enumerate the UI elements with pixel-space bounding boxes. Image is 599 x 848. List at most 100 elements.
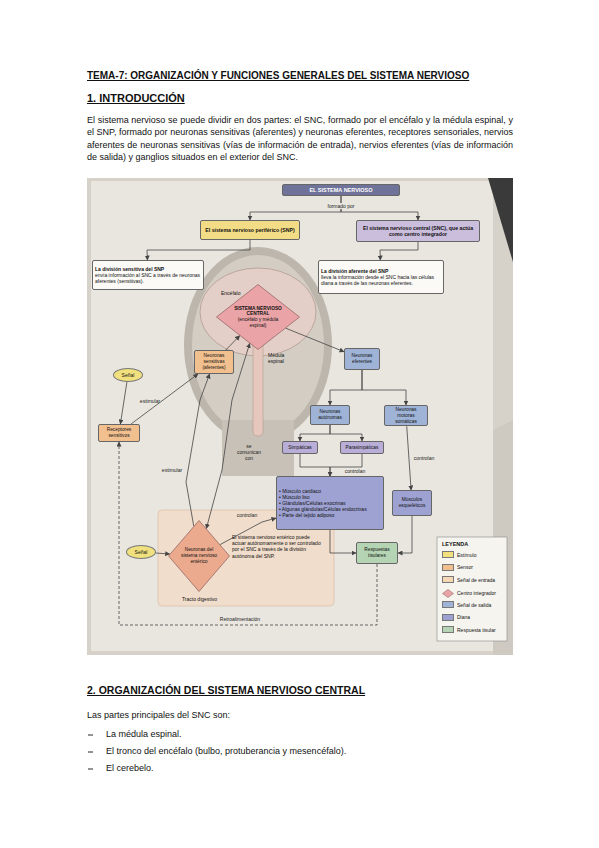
node-text: • Músculo liso [279,494,381,500]
legend-swatch [442,576,454,583]
legend-swatch [442,601,454,608]
edge-label: controlan [237,512,258,518]
list-dash [88,735,93,736]
node-text: (encéfalo y médula espinal) [233,317,283,329]
body-text: Las partes principales del SNC son: [87,710,230,721]
stimulus-oval: Señal [113,368,143,382]
node-text: • Parte del tejido adiposo [279,512,381,518]
list-item: El cerebelo. [106,763,154,774]
description-box: La división aferente del SNPlleva la inf… [318,260,444,294]
node-text: Neuronas motoras somáticas [387,407,425,424]
legend-text: Estímulo [457,552,476,558]
edge-label: se comunican con [234,443,264,461]
list-item: El tronco del encéfalo (bulbo, protubera… [106,746,346,757]
output-box: Neuronas motoras somáticas [384,405,428,426]
legend-item: Señal de salida [442,601,491,608]
response-box: Respuestas tisulares [356,542,398,564]
legend-text: Diana [457,614,470,620]
connector-arrow [398,516,412,553]
node-text: • Glándulas/Células exocrinas [279,500,381,506]
legend-item: Sensor [442,564,473,571]
legend-item: Estímulo [442,551,476,558]
connector-arrow [147,240,250,260]
diamond-shape [169,521,230,592]
legend-swatch [442,614,454,621]
system-box: El sistema nervioso periférico (SNP) [200,220,300,240]
legend-swatch [442,589,454,598]
node-text: El sistema nervioso central (SNC), que a… [359,225,477,237]
output-box: Neuronas eferentes [344,348,380,370]
node-text: La división aferente del SNP [321,268,441,274]
edge-label: controlan [414,455,435,461]
target-box: Músculos esqueléticos [392,490,432,516]
part-label: Encéfalo [221,290,240,296]
node-text: Neuronas eferentes [347,353,377,365]
node-text: El sistema nervioso periférico (SNP) [205,227,294,233]
connector-arrow [300,425,330,441]
brain [200,268,316,356]
node-text: envía información al SNC a través de neu… [95,272,201,284]
legend-title: LEYENDA [442,541,468,548]
node-text: • Músculo cardiaco [279,488,381,494]
node-text: Receptores sensitivos [101,427,137,439]
legend-item: Diana [442,614,470,621]
node-text: • Algunas glándulas/Células endocrinas [279,506,381,512]
connector-arrow [286,328,344,352]
legend-item: Centro integrador [442,589,496,598]
output-box: Parasimpáticas [340,441,384,454]
photo-shadow [488,178,513,262]
legend-text: Señal de salida [457,602,491,608]
legend-item: Respuesta tisular [442,626,496,633]
part-label: Médula espinal [268,352,294,364]
sensor-box: Receptores sensitivos [98,424,140,442]
edge-label: estimular [162,467,182,473]
diamond-shape [217,285,300,350]
legend-swatch [442,626,454,633]
legend-text: Sensor [457,564,473,570]
target-box: • Músculo cardiaco• Músculo liso• Glándu… [276,476,384,530]
list-dash [88,769,93,770]
node-text: Parasimpáticas [346,445,379,451]
connector-arrow [156,553,170,555]
connector-arrow [380,242,418,260]
connector-arrow [407,426,411,490]
connector-arrow [120,382,127,424]
node-text: EL SISTEMA NERVIOSO [309,187,372,194]
node-text: Simpáticas [288,445,311,451]
node-text: Respuestas tisulares [359,547,395,559]
connector-arrow [330,370,362,405]
connector-arrow [330,425,362,441]
legend-box [437,537,507,641]
node-text: Neuronas del sistema nervioso entérico [180,547,218,564]
sensor-box: Neuronas sensitivas (aferentes) [194,350,234,374]
node-text: Señal [135,549,148,555]
stimulus-oval: Señal [126,545,156,559]
connector-arrow [330,530,356,553]
legend-swatch [442,564,454,571]
book-page [91,181,493,651]
node-text: lleva la información desde el SNC hacia … [321,274,441,286]
legend-swatch [442,551,454,558]
body-paragraph: El sistema nervioso se puede dividir en … [87,114,513,164]
legend-text: Centro integrador [457,590,496,596]
header-band: EL SISTEMA NERVIOSO [282,184,400,196]
photo-frame [87,178,513,655]
edge-label: estimular [140,398,160,404]
spinal-cord [253,340,263,436]
legend-item: Señal de entrada [442,576,495,583]
node-text: Neuronas autónomas [313,409,347,421]
head-inner [192,255,324,435]
description-box: La división sensitiva del SNPenvía infor… [92,260,204,290]
diamond-shape [443,589,454,597]
connector-arrow [226,336,240,350]
system-box: El sistema nervioso central (SNC), que a… [356,220,480,242]
node-text: SISTEMA NERVIOSO CENTRAL [233,306,283,318]
integrator-diamond: Neuronas del sistema nervioso entérico [168,520,230,592]
edge-label: controlan [345,468,366,474]
node-text: Músculos esqueléticos [395,497,429,509]
edge-label: formado por [327,203,356,209]
page-title: TEMA-7: ORGANIZACIÓN Y FUNCIONES GENERAL… [87,70,469,82]
output-box: Neuronas autónomas [310,405,350,425]
